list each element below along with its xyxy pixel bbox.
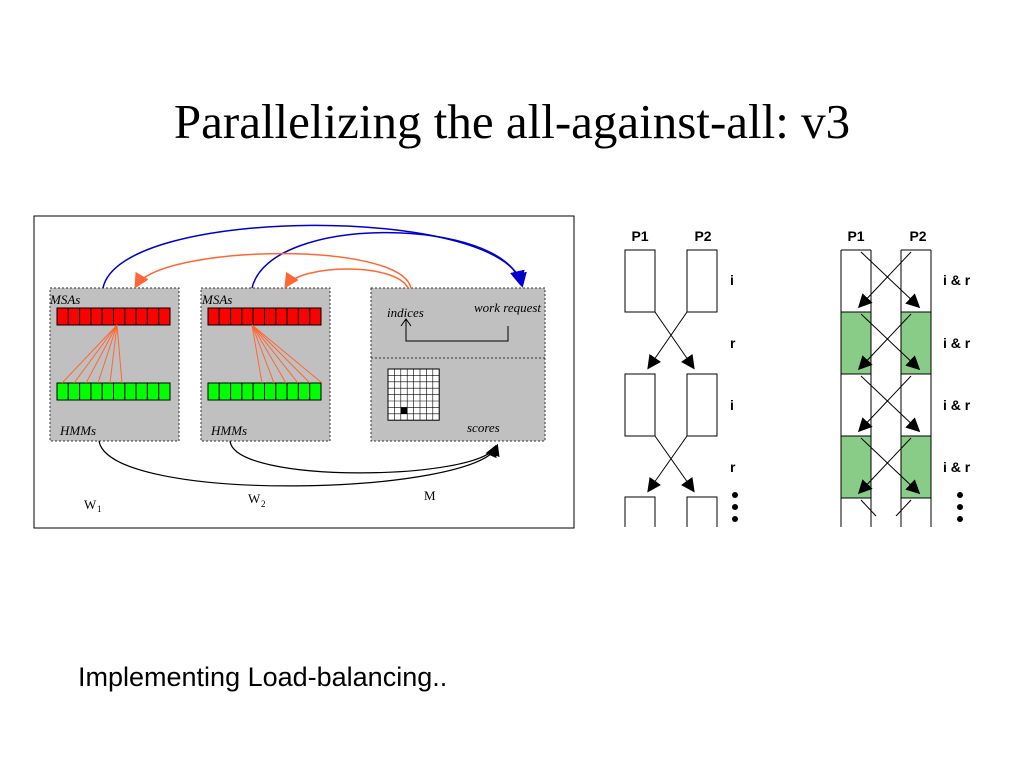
msa-cell [297, 307, 311, 326]
worker1-msas-label: MSAs [49, 292, 80, 307]
timeline-basic-step-4: r [730, 459, 736, 475]
hmm-cell [101, 382, 114, 401]
hmm-cell [252, 382, 265, 401]
msa-cell [264, 307, 277, 326]
timeline-overlap-header-p1: P1 [847, 228, 864, 244]
msa-cell [124, 307, 137, 326]
worker2-hmm-bar [207, 382, 322, 401]
blue-arrow-w2-to-master [251, 231, 525, 289]
hmm-cell [124, 382, 137, 401]
msa-cell [67, 307, 81, 326]
timeline-basic-header-p1: P1 [631, 228, 648, 244]
timeline-overlap: P1 P2 i & r i & r [840, 228, 971, 527]
hmm-cell [241, 382, 254, 401]
hmm-cell [146, 382, 160, 401]
msa-cell [113, 307, 126, 326]
msa-cell [230, 307, 243, 326]
worker2-hmms-label: HMMs [210, 423, 247, 438]
timeline-overlap-step-2: i & r [943, 335, 971, 351]
master-work-request-label: work request [474, 300, 541, 315]
worker1-name: W [84, 497, 97, 512]
hmm-cell [207, 382, 220, 401]
worker1-msa-bar [56, 307, 171, 326]
hmm-cell [79, 382, 92, 401]
msa-cell [90, 307, 103, 326]
worker1-name-sub: 1 [97, 504, 102, 514]
worker1-hmm-bar [56, 382, 171, 401]
worker1-hmms-label: HMMs [59, 423, 96, 438]
orange-arrow-master-to-w1 [134, 252, 412, 289]
scores-grid [387, 368, 440, 421]
timeline-overlap-header-p2: P2 [909, 228, 926, 244]
msa-cell [275, 307, 288, 326]
work-request-arrowhead [400, 318, 412, 327]
msa-cell [158, 307, 171, 326]
timeline-basic-header-p2: P2 [694, 228, 711, 244]
msa-cell [286, 307, 299, 326]
msa-cell [309, 307, 322, 326]
msa-cell [241, 307, 254, 326]
worker1-panel: MSAs HMMs [49, 287, 180, 442]
master-indices-label: indices [387, 305, 424, 320]
msa-cell [252, 307, 265, 326]
worker2-name: W [248, 491, 261, 506]
work-request-path [405, 320, 509, 342]
worker2-msas-label: MSAs [201, 292, 232, 307]
hmm-cell [230, 382, 243, 401]
timeline-overlap-step-3: i & r [943, 397, 971, 413]
msa-cell [56, 307, 69, 326]
timeline-basic-step-2: r [730, 335, 736, 351]
worker2-name-sub: 2 [261, 499, 266, 509]
hmm-cell [264, 382, 277, 401]
master-panel: indices work request scores [370, 287, 546, 442]
hmm-cell [158, 382, 171, 401]
hmm-cell [90, 382, 103, 401]
timeline-overlap-ellipsis [957, 492, 963, 522]
orange-arrow-master-to-w2 [284, 268, 409, 289]
msa-cell [146, 307, 160, 326]
slide-subtitle: Implementing Load-balancing.. [78, 662, 448, 692]
msa-cell [135, 307, 148, 326]
hmm-cell [113, 382, 126, 401]
msa-cell [207, 307, 220, 326]
worker1-msa-hmm-links [61, 324, 123, 384]
timeline-basic-step-1: i [730, 272, 734, 288]
worker2-panel: MSAs HMMs [200, 287, 331, 442]
master-scores-label: scores [467, 420, 500, 435]
scores-active-cell [400, 407, 408, 414]
timeline-basic: P1 P2 i r i r [624, 228, 738, 527]
hmm-cell [275, 382, 288, 401]
worker2-msa-hmm-links [251, 324, 323, 384]
worker2-msa-bar [207, 307, 322, 326]
hmm-cell [56, 382, 69, 401]
slide-title: Parallelizing the all-against-all: v3 [173, 94, 851, 149]
hmm-cell [67, 382, 81, 401]
msa-cell [218, 307, 232, 326]
hmm-cell [286, 382, 299, 401]
black-arrow-w2-to-scores [229, 440, 497, 474]
timeline-overlap-step-1: i & r [943, 272, 971, 288]
timeline-basic-ellipsis [732, 492, 738, 522]
hmm-cell [309, 382, 322, 401]
hmm-cell [218, 382, 232, 401]
msa-cell [79, 307, 92, 326]
master-name: M [424, 488, 436, 503]
black-arrow-w1-to-scores [98, 440, 500, 487]
hmm-cell [297, 382, 311, 401]
hmm-cell [135, 382, 148, 401]
blue-arrow-w1-to-master [102, 224, 527, 289]
msa-cell [101, 307, 114, 326]
timeline-overlap-step-4: i & r [943, 459, 971, 475]
timeline-basic-step-3: i [730, 397, 734, 413]
